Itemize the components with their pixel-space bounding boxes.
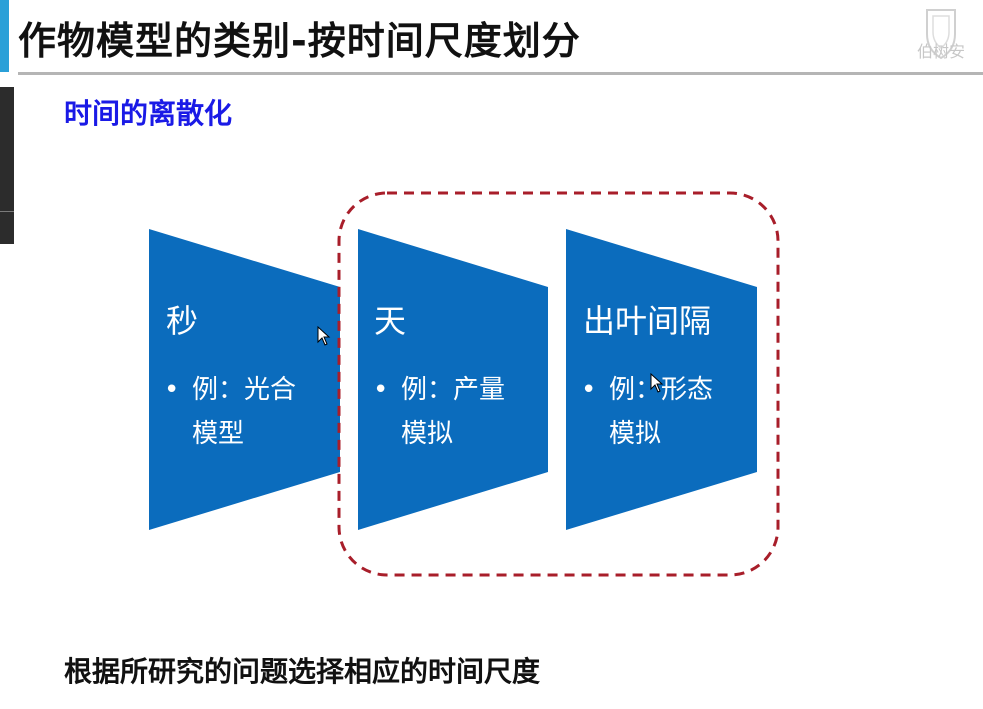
bullet-text-line: 模拟 [609,419,662,449]
bullet-dot: • [164,375,180,405]
dashed-highlight-frame [337,191,780,577]
shape-bullet-days: • 例：产量 模拟 [373,368,506,456]
shape-bullet-seconds: • 例：光合 模型 [164,368,297,456]
bullet-text-line: 例：光合 [192,375,297,405]
shape-title-days: 天 [374,302,407,340]
bullet-text-line: 例：产量 [401,375,506,405]
bullet-text-line: 模拟 [401,419,454,449]
bullet-text-line: 例：形态 [609,375,714,405]
bullet-text-line: 模型 [192,419,245,449]
shape-title-leaf-interval: 出叶间隔 [583,302,712,340]
bullet-dot: • [373,375,389,405]
shape-seconds [149,229,340,530]
mouse-pointer-icon [650,373,664,393]
shape-days [358,229,548,530]
footer-statement: 根据所研究的问题选择相应的时间尺度 [64,655,541,688]
bullet-dot: • [581,375,597,405]
title-divider [18,72,983,75]
logo: 伯树安 [905,4,977,66]
shape-title-seconds: 秒 [166,302,199,340]
side-panel-edge [0,87,14,244]
side-panel-divider [0,211,14,212]
shape-bullet-leaf-interval: • 例：形态 模拟 [581,368,714,456]
shape-leaf-interval [566,229,757,530]
crest-icon [926,9,956,60]
mouse-pointer-icon [317,326,331,346]
slide-title: 作物模型的类别-按时间尺度划分 [18,19,581,63]
title-accent-bar [0,0,9,72]
logo-text: 伯树安 [916,42,965,61]
slide-subtitle: 时间的离散化 [64,97,233,130]
